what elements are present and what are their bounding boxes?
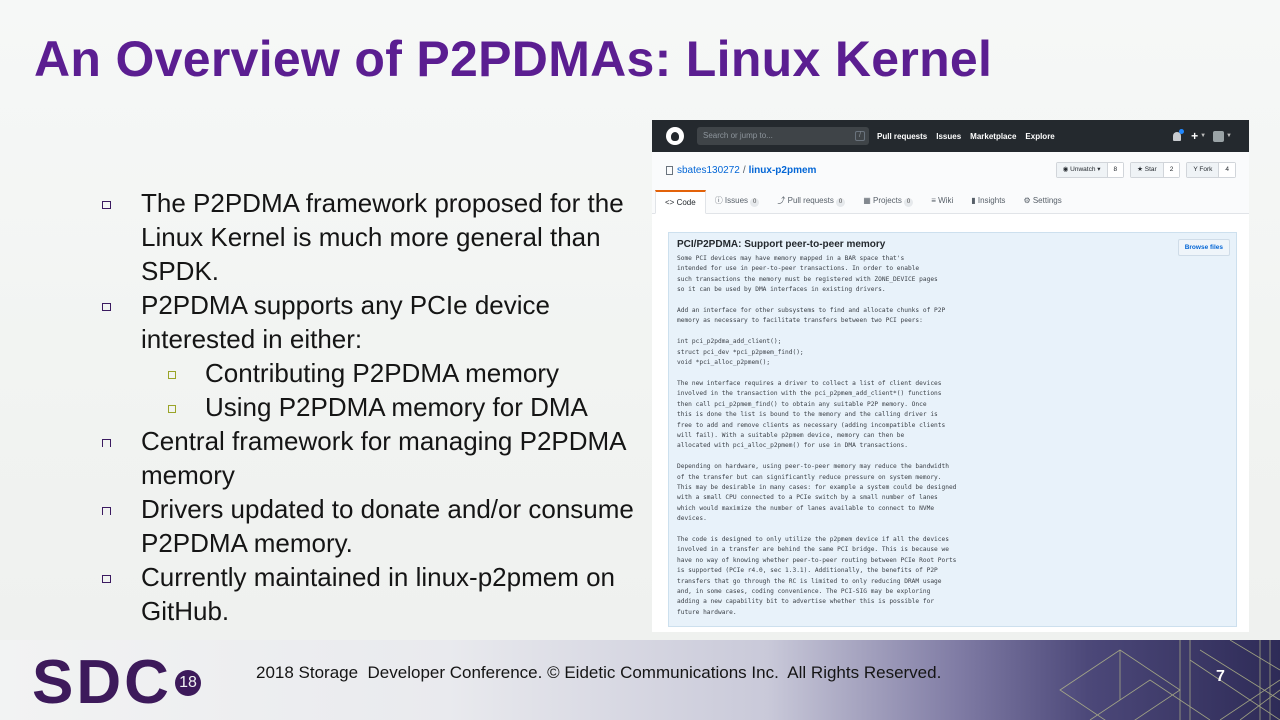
bullet-list: The P2PDMA framework proposed for the Li… (100, 186, 645, 628)
nav-issues[interactable]: Issues (936, 131, 962, 141)
repo-actions: ◉ Unwatch ▾ 8 ★ Star 2 Y Fork 4 (1050, 162, 1236, 178)
isometric-decoration-icon (1059, 640, 1280, 720)
caret-down-icon: ▼ (1200, 133, 1207, 139)
tab-insights[interactable]: ▮ Insights (971, 196, 1006, 205)
github-screenshot: Search or jump to... / Pull requests Iss… (652, 120, 1249, 632)
fork-button[interactable]: Y Fork 4 (1186, 162, 1236, 178)
sdc-logo: SDC (32, 648, 172, 717)
slide-title: An Overview of P2PDMAs: Linux Kernel (34, 31, 993, 87)
bullet-item: P2PDMA supports any PCIe device interest… (100, 288, 645, 356)
plus-icon[interactable]: + (1191, 129, 1199, 143)
star-count[interactable]: 2 (1163, 163, 1180, 177)
sub-bullet-item: Using P2PDMA memory for DMA (100, 390, 645, 424)
github-nav: Pull requests Issues Marketplace Explore (877, 132, 1064, 141)
square-bullet-icon (102, 303, 111, 311)
slash-shortcut-icon: / (855, 131, 865, 141)
bullet-item: The P2PDMA framework proposed for the Li… (100, 186, 645, 288)
square-bullet-icon (102, 439, 111, 447)
repo-icon (666, 166, 673, 175)
browse-files-button[interactable]: Browse files (1177, 239, 1230, 256)
bullet-item: Currently maintained in linux-p2pmem on … (100, 560, 645, 628)
bullet-text: The P2PDMA framework proposed for the Li… (141, 188, 624, 286)
commit-box: PCI/P2PDMA: Support peer-to-peer memory … (668, 232, 1237, 627)
slide-footer: SDC 18 2018 Storage Developer Conference… (0, 640, 1280, 720)
bullet-item: Drivers updated to donate and/or consume… (100, 492, 645, 560)
bullet-text: Currently maintained in linux-p2pmem on … (141, 562, 616, 626)
nav-explore[interactable]: Explore (1025, 131, 1055, 141)
bullet-text: Drivers updated to donate and/or consume… (141, 494, 634, 558)
notification-bell-icon[interactable] (1173, 128, 1185, 141)
github-logo-icon[interactable] (666, 127, 684, 145)
bullet-item: Central framework for managing P2PDMA me… (100, 424, 645, 492)
search-input[interactable]: Search or jump to... / (697, 127, 869, 145)
repo-name-link[interactable]: linux-p2pmem (748, 165, 817, 176)
unwatch-button[interactable]: ◉ Unwatch ▾ 8 (1055, 162, 1125, 178)
page-number: 7 (1216, 668, 1225, 685)
tab-wiki[interactable]: ≡ Wiki (931, 196, 954, 205)
nav-marketplace[interactable]: Marketplace (970, 131, 1017, 141)
caret-down-icon: ▼ (1226, 133, 1232, 139)
fork-count[interactable]: 4 (1219, 163, 1235, 177)
nav-pull-requests[interactable]: Pull requests (877, 131, 928, 141)
bullet-text: Central framework for managing P2PDMA me… (141, 426, 626, 490)
avatar[interactable] (1213, 130, 1225, 142)
square-bullet-icon (102, 201, 111, 209)
repo-header: sbates130272 / linux-p2pmem ◉ Unwatch ▾ … (652, 152, 1249, 214)
sub-bullet-text: Using P2PDMA memory for DMA (205, 392, 588, 422)
commit-title: PCI/P2PDMA: Support peer-to-peer memory (677, 239, 886, 250)
square-bullet-icon (102, 507, 111, 515)
tab-code[interactable]: <> Code (655, 190, 706, 214)
copyright-text: 2018 Storage Developer Conference. © Eid… (256, 663, 942, 682)
square-bullet-icon (168, 371, 176, 379)
sub-bullet-text: Contributing P2PDMA memory (205, 358, 560, 388)
watch-count[interactable]: 8 (1107, 163, 1124, 177)
star-button[interactable]: ★ Star 2 (1130, 162, 1181, 178)
sub-bullet-item: Contributing P2PDMA memory (100, 356, 645, 390)
logo-year-badge: 18 (175, 670, 201, 696)
repo-title: sbates130272 / linux-p2pmem (666, 165, 816, 176)
square-bullet-icon (168, 405, 176, 413)
repo-owner-link[interactable]: sbates130272 (677, 165, 740, 176)
square-bullet-icon (102, 575, 111, 583)
tab-settings[interactable]: ⚙ Settings (1023, 196, 1062, 205)
bullet-text: P2PDMA supports any PCIe device interest… (141, 290, 550, 354)
commit-message: Some PCI devices may have memory mapped … (677, 255, 957, 616)
github-header: Search or jump to... / Pull requests Iss… (652, 120, 1249, 152)
